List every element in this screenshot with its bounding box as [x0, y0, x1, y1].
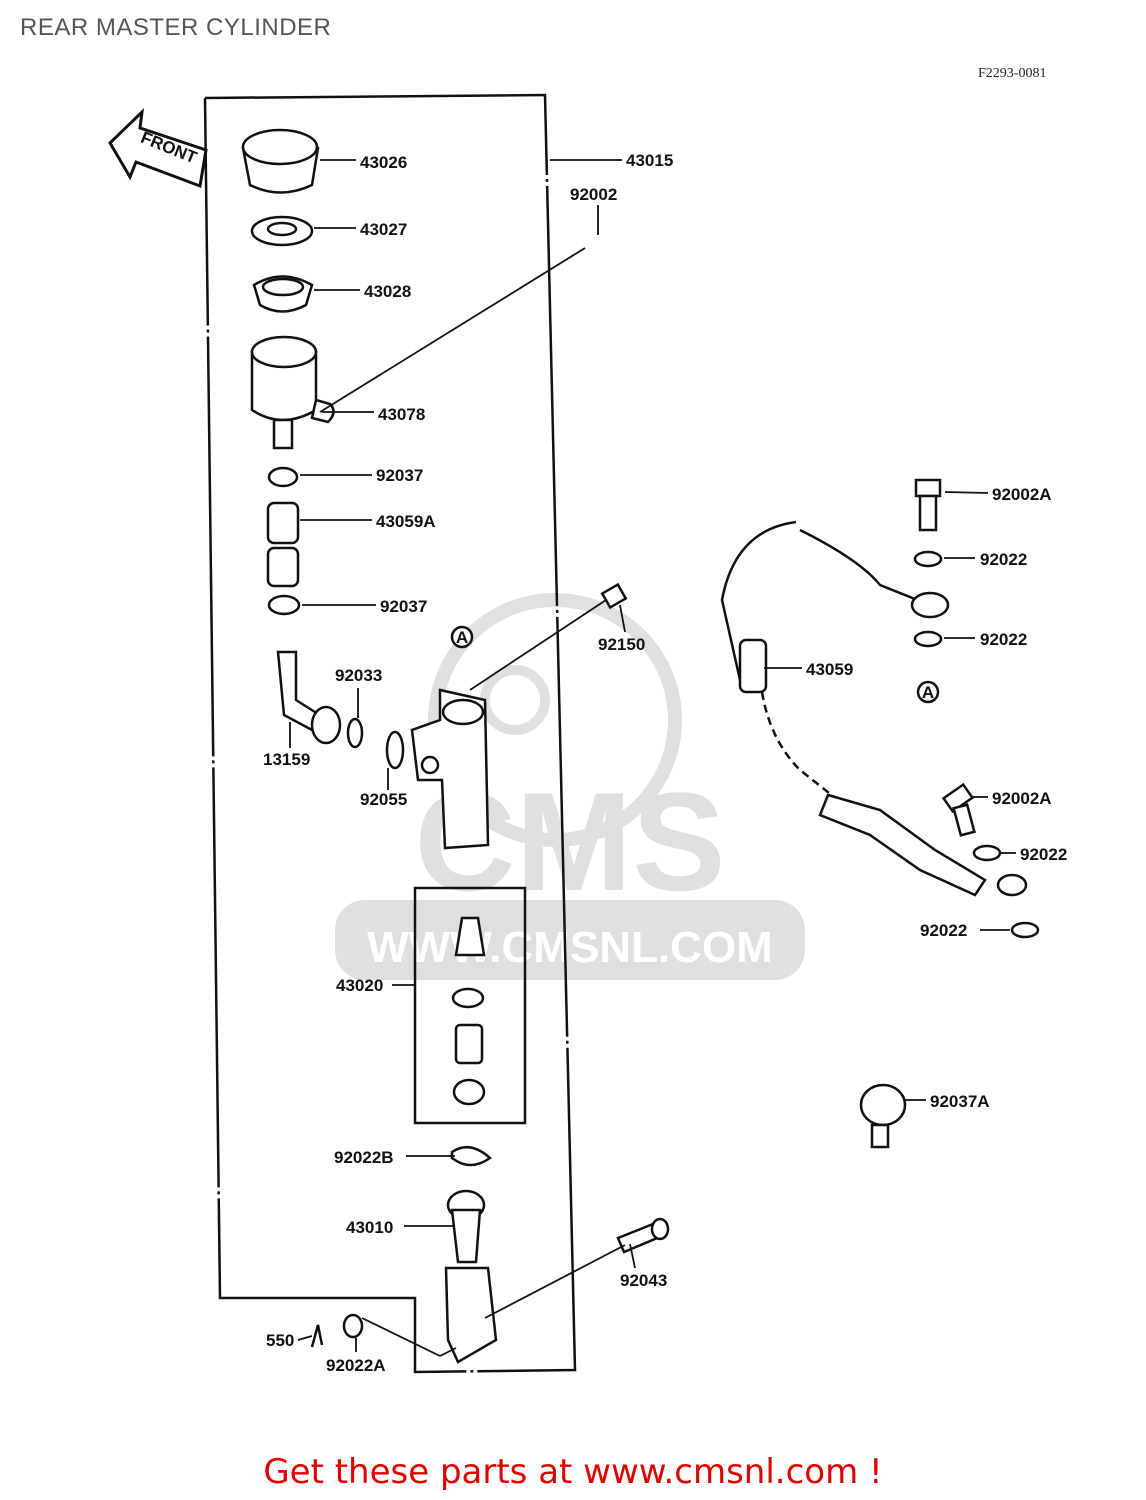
callout-43026: 43026 [360, 153, 407, 172]
front-arrow: FRONT [108, 107, 208, 189]
callout-92055: 92055 [360, 790, 407, 809]
callout-92022-2: 92022 [980, 630, 1027, 649]
clevis-pin [616, 1217, 670, 1254]
callout-92033: 92033 [335, 666, 382, 685]
promo-link[interactable]: Get these parts at www.cmsnl.com ! [263, 1452, 883, 1492]
watermark: CMS WWW.CMSNL.COM [335, 593, 805, 980]
callout-92037-mid: 92037 [380, 597, 427, 616]
leader-lines [289, 159, 1016, 1357]
diaphragm [252, 275, 314, 313]
callout-92002A-low: 92002A [992, 789, 1052, 808]
washer-92022-3 [972, 844, 1002, 862]
washer-92022A [342, 1313, 364, 1339]
callout-92037A: 92037A [930, 1092, 990, 1111]
cotter-pin [310, 1324, 324, 1348]
callout-92002: 92002 [570, 185, 617, 204]
callout-43010: 43010 [346, 1218, 393, 1237]
callout-labels: 43026 43015 43027 92002 43028 43078 9203… [263, 151, 1067, 1375]
callout-92043: 92043 [620, 1271, 667, 1290]
reference-marker-a-1: A [450, 625, 474, 649]
watermark-url: WWW.CMSNL.COM [367, 923, 773, 972]
hose-clamp-92037A [859, 1083, 907, 1149]
circlip [450, 1145, 493, 1167]
reservoir-hose [266, 501, 300, 588]
piston-kit [451, 916, 486, 1106]
washer-92022-2 [913, 630, 943, 648]
o-ring-92033 [346, 717, 364, 749]
callout-92022A: 92022A [326, 1356, 386, 1375]
o-ring-92055 [385, 730, 405, 770]
callout-13159: 13159 [263, 750, 310, 769]
callout-92002A-top: 92002A [992, 485, 1052, 504]
callout-43078: 43078 [378, 405, 425, 424]
banjo-bolt-lower [941, 782, 976, 837]
callout-92022-3: 92022 [1020, 845, 1067, 864]
push-rod [444, 1189, 498, 1364]
callout-43059: 43059 [806, 660, 853, 679]
callout-43020: 43020 [336, 976, 383, 995]
callout-550: 550 [266, 1331, 294, 1350]
brake-hose [720, 520, 1028, 897]
callout-92150: 92150 [598, 635, 645, 654]
banjo-bolt-upper [914, 478, 942, 532]
callout-43027: 43027 [360, 220, 407, 239]
reference-marker-a-1-label: A [456, 628, 468, 647]
callout-92022-4: 92022 [920, 921, 967, 940]
callout-92037-top: 92037 [376, 466, 423, 485]
assembly-outline [203, 93, 577, 1374]
parts-diagram: CMS WWW.CMSNL.COM FRONT [108, 93, 1067, 1375]
callout-43028: 43028 [364, 282, 411, 301]
callout-43015: 43015 [626, 151, 673, 170]
callout-43059A: 43059A [376, 512, 436, 531]
washer-92022-1 [913, 550, 943, 568]
hose-clamp-lower [267, 594, 301, 616]
reference-marker-a-2-label: A [922, 683, 934, 702]
page-title: REAR MASTER CYLINDER [20, 14, 332, 41]
hose-fitting [276, 650, 342, 745]
washer-92022-4 [1010, 921, 1040, 939]
reference-marker-a-2: A [916, 680, 940, 704]
callout-92022-1: 92022 [980, 550, 1027, 569]
reservoir [250, 335, 335, 450]
callout-92022B: 92022B [334, 1148, 394, 1167]
reservoir-cap [241, 128, 320, 194]
cap-plate [250, 215, 314, 247]
diagram-code: F2293-0081 [978, 66, 1047, 81]
hose-clamp-upper [267, 466, 299, 488]
master-cylinder-body [410, 688, 490, 850]
